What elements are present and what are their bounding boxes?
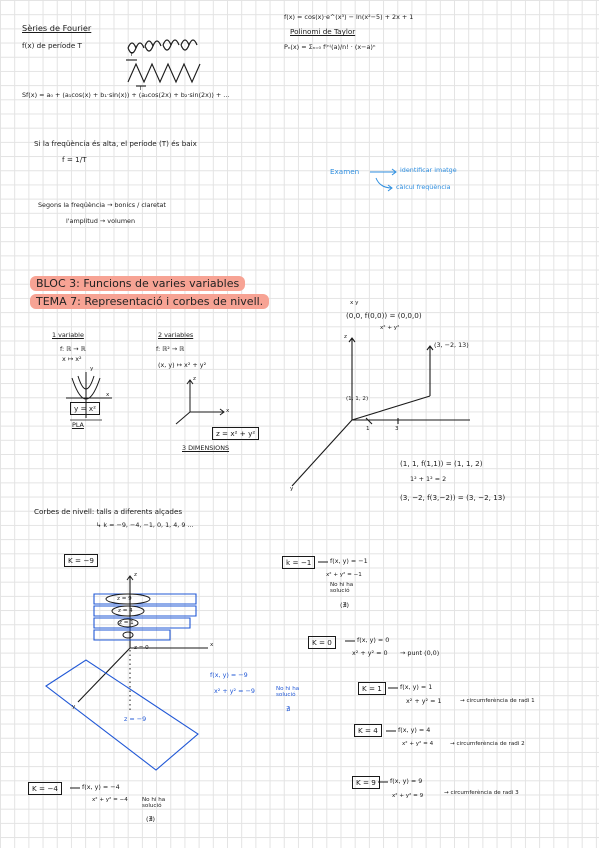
one-var-title: 1 variable: [52, 331, 84, 339]
case-k4-eq: x² + y² = 4: [402, 741, 434, 747]
case-k0-f: f(x, y) = 0: [357, 636, 390, 644]
level-empty: ∄: [286, 705, 291, 713]
bloc-heading: BLOC 3: Funcions de varies variables: [30, 276, 246, 291]
two-var-axes: [175, 379, 225, 425]
plot3d-axes: [291, 337, 470, 487]
one-var-caption: PLA: [72, 421, 84, 429]
plot3d-origin-sub: x² + y²: [380, 325, 400, 331]
plot3d-origin-formula: (0,0, f(0,0)) = (0,0,0): [346, 311, 422, 320]
case-k0: K = 0: [308, 636, 336, 649]
level-z4: z = 4: [118, 608, 133, 614]
case-k1: K = 1: [358, 682, 386, 695]
fourier-t-mark: T: [130, 52, 134, 58]
fourier-amplitud: l'amplitud → volumen: [66, 217, 136, 225]
case-k-minus4-f: f(x, y) = −4: [82, 783, 120, 791]
case-k-minus1: k = −1: [282, 556, 316, 569]
taylor-title: Polinomi de Taylor: [290, 27, 356, 36]
one-var-map: f: ℝ → ℝ: [60, 345, 86, 353]
case-k0-eq: x² + y² = 0: [352, 649, 388, 657]
plot3d-tick-1: 1: [366, 426, 370, 432]
case-k9-result: → circumferència de radi 3: [444, 790, 519, 796]
plot3d-point-b: (1, 1, 2): [346, 396, 369, 402]
fourier-series: Sf(x) = a₀ + (a₁cos(x) + b₁·sin(x)) + (a…: [22, 91, 230, 99]
case-k1-result: → circumferència de radi 1: [460, 698, 535, 704]
plot3d-axis-y: y: [290, 486, 294, 492]
case-k4-result: → circumferència de radi 2: [450, 741, 525, 747]
plot3d-calc-2: (3, −2, f(3,−2)) = (3, −2, 13): [400, 493, 506, 502]
one-var-axis-x: x: [106, 392, 110, 398]
level-z0: z = 0: [134, 645, 149, 651]
tema-heading: TEMA 7: Representació i corbes de nivell…: [30, 294, 270, 309]
exam-label: Examen: [330, 167, 360, 176]
case-k-minus4-result: (∄): [146, 815, 156, 823]
exam-item-2: càlcul freqüència: [396, 183, 451, 191]
taylor-formula: Pₙ(x) = Σₙ₌₀ f⁽ⁿ⁾(a)/n! · (x−a)ⁿ: [284, 43, 376, 51]
fourier-wave-sketch: [127, 39, 198, 54]
fourier-title: Sèries de Fourier: [22, 23, 92, 33]
plot3d-tick-3: 3: [395, 426, 399, 432]
fourier-t-mark-bottom: T: [139, 86, 143, 92]
two-var-title: 2 variables: [158, 331, 194, 339]
level-k-values: ↳ k = −9, −4, −1, 0, 1, 4, 9 ...: [96, 521, 194, 529]
case-k9-f: f(x, y) = 9: [390, 777, 423, 785]
one-var-rule: x ↦ x²: [62, 355, 82, 363]
level-z1: z = 1: [119, 620, 134, 626]
plot3d-axis-z: z: [344, 334, 347, 340]
case-k0-result: → punt (0,0): [400, 649, 440, 657]
plot3d-calc-1-sub: 1² + 1² = 2: [410, 475, 447, 483]
level-axis-z: z: [134, 572, 137, 578]
case-k9: K = 9: [352, 776, 380, 789]
taylor-function: f(x) = cos(x)·e^(x³) − ln(x²−5) + 2x + 1: [284, 13, 414, 21]
freq-formula: f = 1/T: [62, 155, 87, 164]
fourier-sawtooth-sketch: [126, 59, 201, 87]
level-axis-y: y: [72, 704, 76, 710]
case-k-minus4: K = −4: [28, 782, 62, 795]
case-k1-f: f(x, y) = 1: [400, 683, 433, 691]
fourier-segons: Segons la freqüència → bonics / claretat: [38, 201, 166, 209]
plot3d-calc-1: (1, 1, f(1,1)) = (1, 1, 2): [400, 459, 483, 468]
two-var-box: z = x² + y²: [212, 427, 260, 440]
case-k4-f: f(x, y) = 4: [398, 726, 431, 734]
level-eq1: f(x, y) = −9: [210, 671, 248, 679]
exam-arrows: [370, 168, 397, 192]
freq-sentence: Si la freqüència és alta, el període (T)…: [34, 139, 197, 148]
level-z9: z = 9: [117, 596, 132, 602]
level-k-box: K = −9: [64, 554, 98, 567]
level-eq2: x² + y² = −9: [214, 687, 255, 695]
fourier-period-label: f(x) de període T: [22, 41, 82, 50]
two-var-rule: (x, y) ↦ x² + y²: [158, 361, 207, 369]
level-no-sol: No hi ha solució: [276, 686, 300, 699]
two-var-axis-z: z: [193, 376, 196, 382]
level-diagram: [45, 575, 208, 771]
case-k1-eq: x² + y² = 1: [406, 697, 442, 705]
case-k4: K = 4: [354, 724, 382, 737]
case-arrows: [70, 561, 398, 789]
case-k-minus4-eq: x² + y² = −4: [92, 797, 128, 803]
one-var-sketch: [66, 372, 112, 421]
one-var-box: y = x²: [70, 402, 100, 415]
plot3d-top-xy: x y: [350, 300, 359, 306]
case-k-minus1-result: (∄): [340, 601, 350, 609]
case-k-minus1-f: f(x, y) = −1: [330, 557, 368, 565]
level-axis-x: x: [210, 642, 214, 648]
two-var-axis-x: x: [226, 408, 230, 414]
case-k-minus1-note: No hi ha solució: [330, 582, 354, 595]
case-k9-eq: x² + y² = 9: [392, 793, 424, 799]
two-var-map: f: ℝ² → ℝ: [156, 345, 185, 353]
two-var-caption: 3 DIMENSIONS: [182, 444, 230, 452]
case-k-minus4-note: No hi ha solució: [142, 797, 166, 810]
case-k-minus1-eq: x² + y² = −1: [326, 572, 362, 578]
level-plane-label: z = −9: [124, 715, 147, 723]
exam-item-1: identificar imatge: [400, 166, 457, 174]
plot3d-point-a: (3, −2, 13): [434, 341, 469, 349]
level-definition: Corbes de nivell: talls a diferents alça…: [34, 507, 183, 516]
one-var-axis-y: y: [90, 366, 94, 372]
